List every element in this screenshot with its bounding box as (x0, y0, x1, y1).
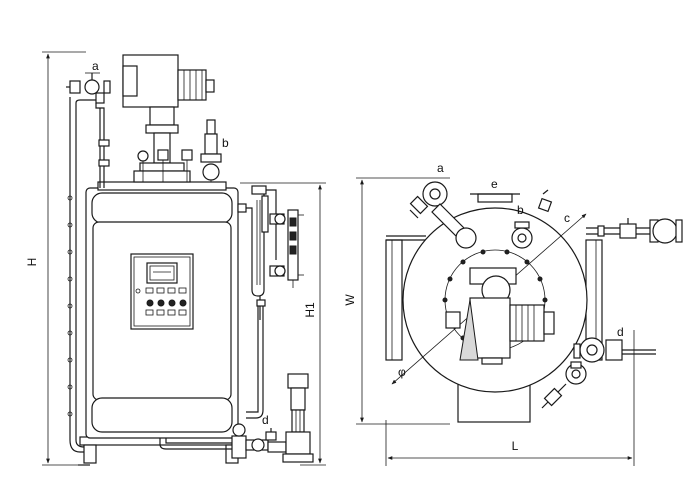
manhole-e: e (470, 177, 520, 203)
front-view: H H1 (25, 51, 326, 466)
feed-pump (282, 373, 314, 463)
burner-top-view (445, 267, 555, 365)
feedwater-piping (159, 306, 269, 459)
label-b-front: b (222, 136, 229, 150)
dimension-h-label: H (25, 258, 39, 267)
dimension-h1-label: H1 (303, 302, 317, 318)
vent-valve-top (537, 189, 553, 213)
right-outlet-piping (586, 218, 683, 244)
safety-valve-b-top: b (511, 203, 533, 249)
display-screen (146, 262, 178, 284)
label-a-front: a (92, 59, 99, 73)
label-d-front: d (262, 413, 269, 427)
label-d-top: d (617, 325, 624, 339)
dimension-w: W (343, 177, 450, 425)
control-panel (130, 253, 194, 330)
dimension-w-label: W (343, 294, 357, 306)
label-c-top: c (564, 211, 570, 225)
boiler-body-bottom-band (91, 397, 233, 433)
steam-valve-a-front: a (66, 59, 111, 104)
drain-valve-top (541, 361, 587, 409)
dimension-l-label: L (512, 439, 519, 453)
control-buttons (145, 287, 187, 316)
side-frame-left (385, 239, 403, 361)
burner-neck (149, 106, 175, 126)
label-a-top: a (437, 161, 444, 175)
water-level-column (237, 185, 304, 320)
pressure-gauges-top (137, 149, 193, 182)
boiler-body-top-band (91, 192, 233, 224)
valve-d-top: d (573, 325, 656, 363)
top-cover (97, 181, 227, 191)
steam-valve-a-top: a (409, 161, 477, 249)
label-e-top: e (491, 177, 498, 191)
dimension-l: L (385, 330, 635, 466)
safety-valve-b: b (200, 119, 229, 182)
dimension-h: H (25, 51, 86, 466)
base-foot-left (83, 444, 97, 464)
label-b-top: b (517, 203, 524, 217)
burner-motor (177, 69, 207, 101)
top-view: W L (343, 161, 683, 466)
left-piping (67, 97, 110, 453)
pipe-clips (67, 195, 73, 417)
label-phi: φ (398, 365, 406, 379)
level-gauge-glass (274, 209, 304, 288)
indicator-light (135, 288, 141, 294)
dimension-h1: H1 (240, 182, 326, 466)
